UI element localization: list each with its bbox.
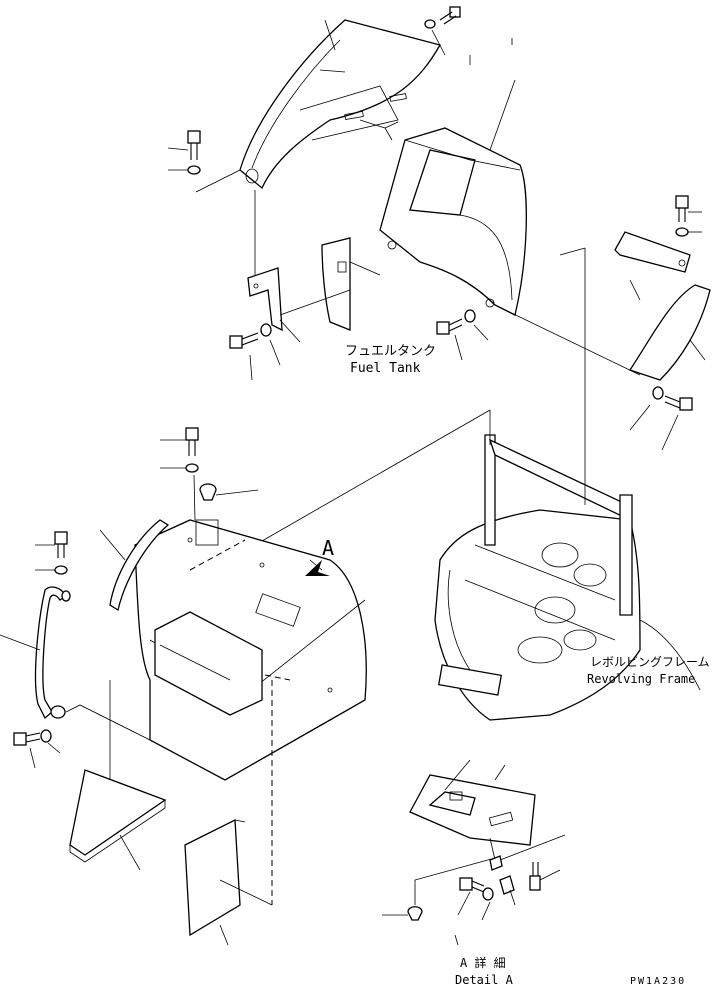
bolt-9: [13, 729, 52, 746]
view-arrow: [305, 559, 330, 576]
side-cover-curved: [239, 19, 441, 190]
fuel-tank-label-en: Fuel Tank: [350, 361, 421, 376]
detail-a-plate: [409, 774, 536, 846]
cap-knob: [199, 483, 217, 501]
right-cover-bracket: [614, 231, 691, 273]
detail-fasteners: [407, 855, 541, 921]
bolt-7: [185, 427, 199, 473]
seal-strip: [109, 519, 170, 612]
bolt-6: [652, 386, 693, 411]
bolt-4: [436, 309, 476, 335]
bolt-1: [424, 6, 461, 29]
mat-plate: [69, 769, 167, 863]
center-cover: [379, 127, 527, 316]
revolving-frame: [434, 434, 701, 721]
tool-box-cover: [134, 519, 367, 781]
hose-pipe: [34, 586, 71, 720]
pad-block: [184, 818, 246, 937]
revolving-frame-label-en: Revolving Frame: [587, 672, 695, 686]
detail-a-label-en: Detail A: [455, 973, 514, 987]
right-cover: [628, 284, 711, 381]
bolt-5: [675, 195, 689, 237]
fuel-tank-label-jp: フュエルタンク: [345, 344, 436, 359]
view-marker-a: A: [322, 536, 334, 560]
bolt-2: [187, 130, 201, 175]
revolving-frame-label-jp: レボルビングフレーム: [590, 655, 710, 669]
detail-a-label-jp: A 詳 細: [460, 955, 506, 970]
drawing-code: PW1A230: [630, 976, 686, 987]
tank-side-panel: [321, 237, 351, 331]
bolt-8: [54, 531, 68, 575]
bolt-3: [229, 323, 272, 349]
bracket: [247, 267, 283, 332]
